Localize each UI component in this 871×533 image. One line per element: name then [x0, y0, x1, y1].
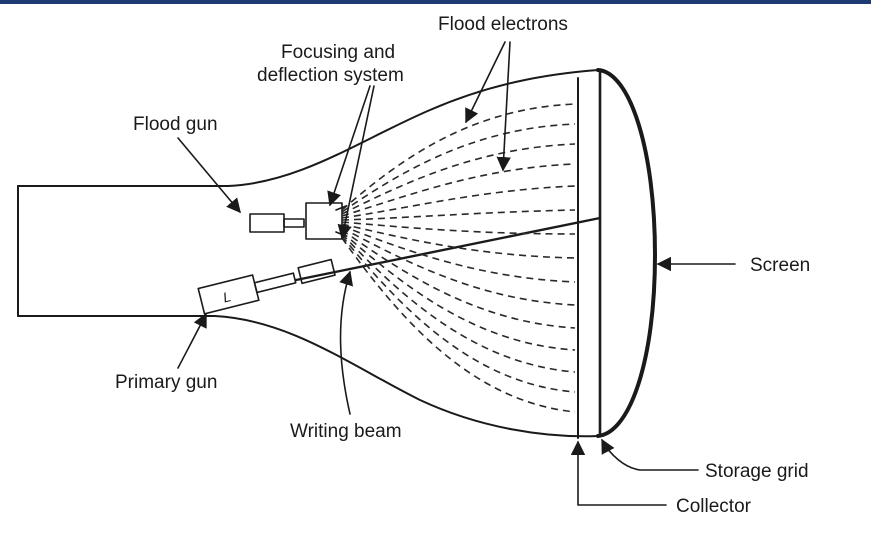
collector-leader	[570, 440, 667, 506]
deflection-plate	[335, 205, 347, 211]
writing-beam-leader	[339, 270, 354, 415]
flood-electrons-leader	[496, 41, 511, 172]
label-flood-gun: Flood gun	[133, 114, 218, 135]
flood-gun-body	[249, 213, 285, 233]
tube-envelope-top	[17, 69, 599, 187]
focusing-leader	[327, 85, 371, 207]
primary-gun-leader	[177, 312, 207, 369]
flood-gun-nozzle	[283, 218, 305, 228]
label-primary-gun: Primary gun	[115, 372, 217, 393]
screen-face	[596, 68, 657, 438]
label-collector: Collector	[676, 496, 752, 517]
label-storage-grid: Storage grid	[705, 461, 809, 482]
focusing-leader	[337, 85, 375, 240]
focusing-deflection-system	[305, 202, 343, 240]
top-accent-bar	[0, 0, 871, 4]
flood-gun-leader	[177, 137, 241, 214]
writing-beam	[294, 216, 602, 282]
primary-gun-mark: L	[221, 288, 232, 305]
label-screen: Screen	[750, 255, 810, 276]
flood-electron-trajectories	[341, 103, 576, 413]
primary-gun: L	[197, 258, 336, 315]
label-flood-electrons: Flood electrons	[438, 14, 568, 35]
storage-grid-leader	[601, 438, 699, 471]
label-focusing-line1: Focusing and	[281, 42, 395, 63]
label-focusing-line2: deflection system	[257, 65, 404, 86]
label-writing-beam: Writing beam	[290, 421, 402, 442]
tube-envelope-bottom	[17, 315, 599, 438]
flood-electrons-leader	[465, 41, 506, 124]
